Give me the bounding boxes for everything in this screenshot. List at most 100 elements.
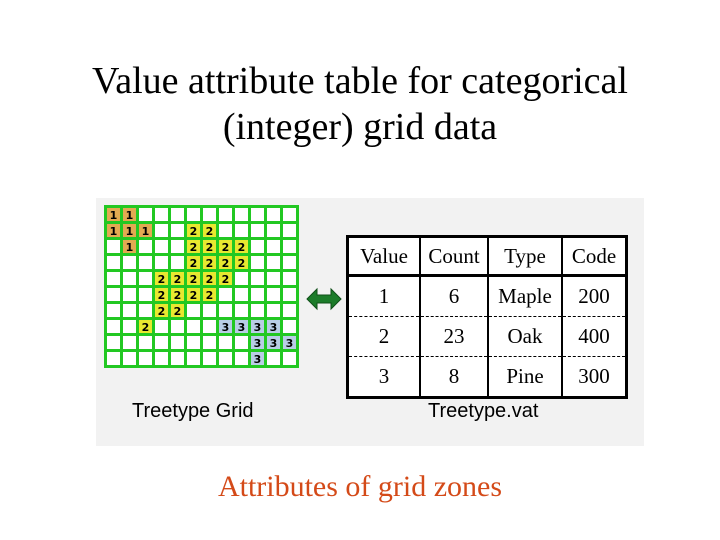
grid-cell-zone-1 [123,240,136,253]
grid-cell-empty [123,288,136,301]
grid-cell-empty [219,304,232,317]
grid-caption: Treetype Grid [132,400,254,422]
grid-cell-empty [155,320,168,333]
cell-value: 1 [378,284,390,308]
grid-cell-empty [171,256,184,269]
grid-cell-label: 2 [206,289,214,302]
grid-cell-empty [107,336,120,349]
grid-cell-empty [235,224,248,237]
grid-cell-empty [203,320,216,333]
cell-type: Pine [487,356,562,398]
grid-cell-empty [235,304,248,317]
grid-cell-empty [139,352,152,365]
grid-cell-label: 1 [126,241,134,254]
grid-cell-label: 2 [142,321,150,334]
grid-cell-empty [267,304,280,317]
grid-cell-zone-2 [187,272,200,285]
value-attribute-table: Value Count Type Code 1 6 Maple 200 2 23… [346,235,628,399]
grid-cell-zone-1 [107,224,120,237]
cell-code: 200 [561,275,627,317]
grid-cell-label: 3 [254,337,262,350]
grid-cell-empty [203,352,216,365]
grid-cell-empty [155,336,168,349]
grid-cell-label: 2 [222,257,230,270]
grid-cell-empty [155,352,168,365]
grid-cell-empty [139,336,152,349]
grid-cell-empty [283,224,296,237]
grid-cell-empty [219,288,232,301]
grid-cell-label: 2 [190,273,198,286]
grid-cell-zone-2 [219,272,232,285]
grid-cell-empty [251,304,264,317]
grid-cell-zone-3 [251,352,264,365]
grid-cell-empty [139,208,152,221]
cell-count: 23 [419,316,488,357]
grid-cell-empty [187,320,200,333]
cell-count: 8 [419,356,488,398]
grid-cell-label: 1 [126,225,134,238]
cell-type: Oak [487,316,562,357]
column-header-count: Count [419,236,488,277]
grid-cell-empty [107,352,120,365]
grid-cell-zone-2 [187,288,200,301]
grid-cell-empty [283,256,296,269]
grid-cell-empty [123,352,136,365]
grid-cell-zone-2 [187,224,200,237]
grid-cell-empty [235,352,248,365]
grid-cell-empty [283,352,296,365]
grid-cell-zone-2 [203,224,216,237]
grid-cell-empty [187,352,200,365]
grid-cell-empty [251,288,264,301]
cell-count: 6 [419,275,488,317]
grid-cell-empty [267,256,280,269]
grid-cell-zone-2 [171,288,184,301]
table-header-row: Value Count Type Code [347,236,627,277]
grid-cell-empty [123,304,136,317]
grid-cell-empty [219,208,232,221]
grid-cell-empty [283,304,296,317]
grid-cell-empty [123,256,136,269]
grid-cell-empty [267,224,280,237]
grid-cell-zone-3 [267,336,280,349]
grid-cell-zone-3 [251,320,264,333]
grid-cell-empty [107,304,120,317]
grid-cell-label: 2 [206,225,214,238]
grid-cell-empty [251,208,264,221]
grid-cell-zone-1 [107,208,120,221]
grid-cell-empty [139,256,152,269]
grid-cell-label: 2 [174,305,182,318]
cell-value: 2 [347,316,420,357]
grid-cell-empty [171,224,184,237]
grid-cell-label: 1 [142,225,150,238]
grid-cell-zone-2 [155,304,168,317]
grid-cell-label: 1 [126,209,134,222]
grid-cell-label: 2 [190,257,198,270]
title-line-2: (integer) grid data [222,106,498,148]
grid-cell-empty [139,272,152,285]
grid-cell-zone-2 [155,272,168,285]
grid-cell-zone-3 [267,320,280,333]
grid-cell-label: 2 [190,225,198,238]
cell-value: 3 [347,356,420,398]
grid-cell-label: 1 [110,209,118,222]
grid-cell-empty [251,240,264,253]
vat-caption: Treetype.vat [428,400,539,422]
grid-cell-label: 2 [222,273,230,286]
grid-cell-zone-2 [187,256,200,269]
grid-cell-zone-2 [155,288,168,301]
grid-cell-label: 2 [190,289,198,302]
grid-cell-empty [155,256,168,269]
grid-cell-empty [155,224,168,237]
grid-cell-empty [155,208,168,221]
grid-cell-empty [235,272,248,285]
grid-cell-zone-2 [139,320,152,333]
grid-lines [104,205,299,368]
grid-cell-empty [203,304,216,317]
grid-cell-empty [187,336,200,349]
grid-cell-empty [235,336,248,349]
grid-cell-empty [267,272,280,285]
grid-cell-label: 3 [286,337,294,350]
grid-cell-empty [283,208,296,221]
grid-cell-empty [235,288,248,301]
